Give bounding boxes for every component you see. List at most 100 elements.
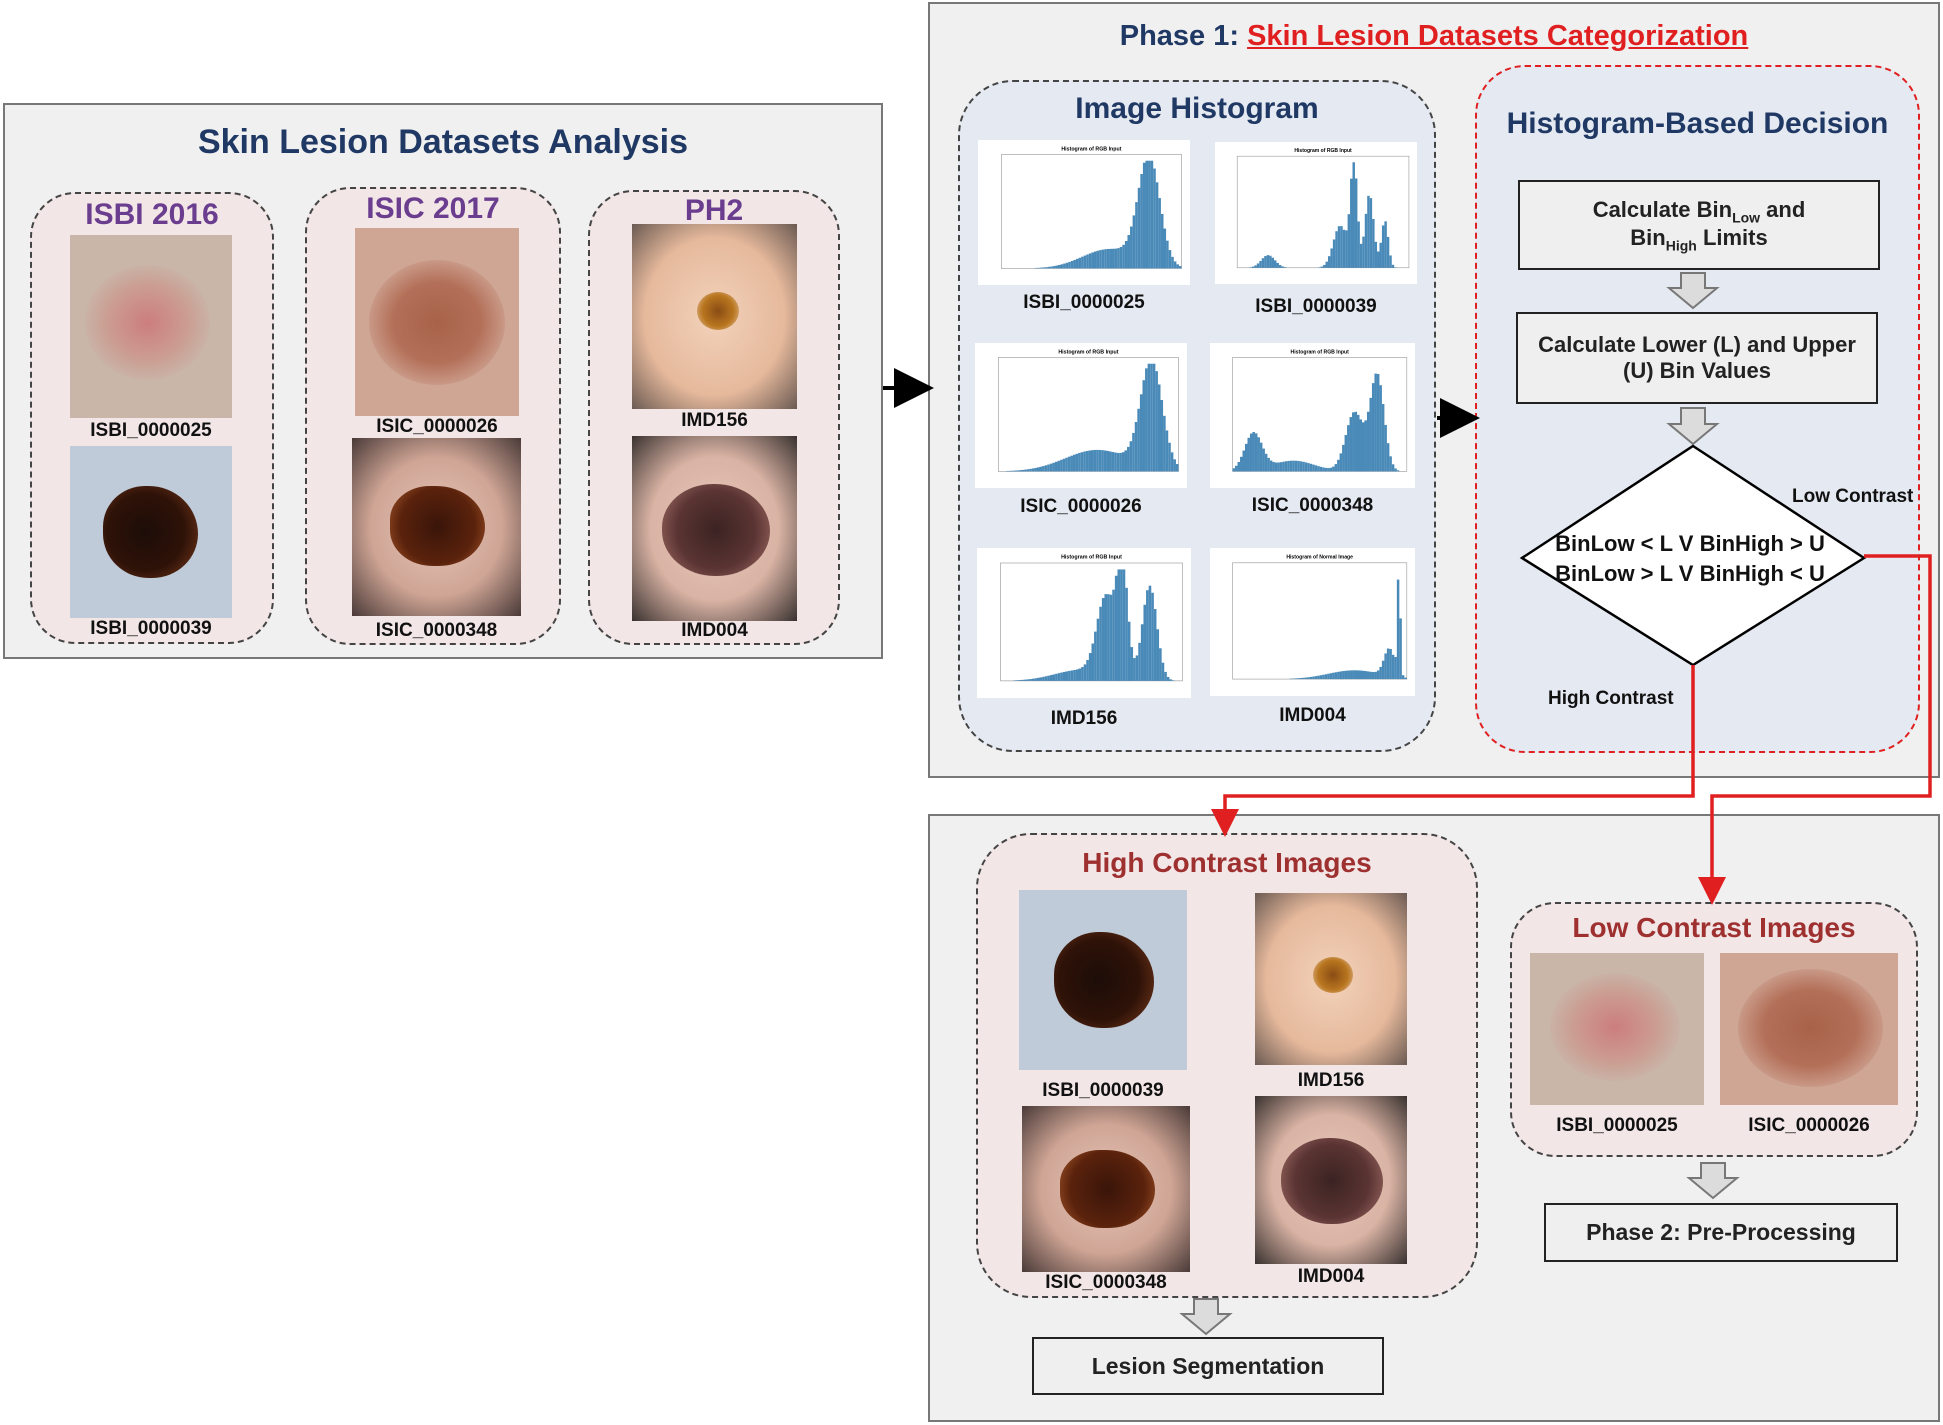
histogram-bar [1078, 668, 1082, 681]
histogram-bar [1127, 446, 1130, 472]
histogram-bar [1016, 470, 1019, 472]
histogram-caption: ISBI_0000039 [1255, 296, 1377, 317]
histogram-bar [1347, 425, 1350, 472]
histogram-bar [1063, 263, 1066, 269]
histogram-bar [1277, 462, 1280, 472]
histogram-bar [1090, 450, 1094, 472]
histogram-bar [1314, 465, 1318, 472]
histogram-bar [1242, 450, 1245, 472]
histogram-bar [1312, 676, 1315, 680]
histogram-bar [1047, 464, 1050, 472]
histogram-bar [1052, 462, 1055, 472]
histogram-bar [1081, 667, 1084, 681]
histogram-bar [1269, 460, 1273, 472]
histogram-bar [1146, 590, 1149, 681]
histogram-bar [1112, 248, 1115, 269]
histogram-bar [1252, 431, 1255, 472]
histogram-bar [1169, 679, 1173, 681]
histogram-plot: Histogram of RGB Input [1236, 148, 1410, 269]
histogram-bar [1166, 676, 1170, 681]
histogram-bar [1389, 255, 1392, 268]
histogram-bar [1150, 363, 1153, 472]
histogram-bar [1086, 254, 1089, 269]
histogram-bar [1116, 452, 1120, 472]
histogram-bar [1150, 160, 1154, 269]
histogram-bar [1396, 470, 1400, 472]
histogram-bar [1284, 461, 1288, 472]
histogram-bar [1034, 678, 1037, 681]
histogram-bar [1327, 256, 1331, 268]
histogram-chart-title: Histogram of RGB Input [1061, 146, 1121, 152]
lesion-image-isbi-0000039 [70, 446, 232, 618]
histogram-bar [1086, 659, 1089, 681]
histogram-bar [1117, 569, 1121, 681]
histogram-bar [1138, 642, 1141, 681]
histogram-bar [1055, 265, 1058, 269]
histogram-bar [1121, 452, 1125, 472]
histogram-bar [1145, 368, 1148, 472]
histogram-bar [1384, 221, 1387, 268]
histogram-bar [1037, 267, 1040, 269]
histogram-bar [1111, 452, 1115, 472]
histogram-bar [1364, 213, 1368, 268]
histogram-bar [1114, 575, 1118, 681]
histogram-bar [1304, 462, 1308, 472]
histogram-bar [1324, 674, 1328, 680]
histogram-bar [1175, 464, 1179, 472]
histogram-bar [1322, 467, 1325, 472]
histogram-bar [1299, 678, 1303, 680]
histogram-bar [1065, 457, 1068, 472]
histogram-bar [1161, 662, 1165, 681]
histogram-bar [1337, 459, 1340, 472]
image-caption: IMD156 [1297, 1070, 1365, 1091]
histogram-bar [1070, 455, 1073, 472]
histogram-bar [1026, 679, 1030, 681]
histogram-plot: Histogram of RGB Input [1001, 146, 1182, 269]
histogram-bar [1127, 621, 1131, 681]
histogram-bar [1164, 671, 1167, 681]
histogram-bar [1364, 420, 1367, 472]
histogram-bar [1259, 442, 1263, 472]
histogram-bar [1013, 470, 1017, 472]
histogram-bar [1137, 187, 1141, 269]
histogram-bar [1099, 250, 1102, 269]
histogram-bar [1021, 679, 1024, 681]
histogram-bar [1132, 432, 1135, 472]
histogram-bar [1119, 452, 1122, 472]
histogram-bar [1289, 460, 1293, 472]
histogram-bar [1349, 670, 1353, 680]
histogram-bar [1352, 412, 1355, 472]
histogram-bar [1249, 267, 1252, 268]
histogram-bar [1357, 221, 1360, 268]
histogram-bar [1330, 248, 1333, 268]
histogram-bar [1340, 226, 1343, 268]
histogram-bar [1016, 680, 1019, 681]
histogram-bar [1124, 450, 1128, 472]
histogram-bar [1078, 452, 1081, 472]
histogram-bar [1137, 408, 1140, 472]
dataset-name: ISBI 2016 [85, 198, 219, 231]
histogram-bar [1261, 258, 1265, 268]
histogram-bar [1391, 264, 1395, 268]
histogram-bar [1124, 241, 1128, 269]
histogram-bar [1374, 671, 1377, 680]
histogram-bar [1142, 380, 1146, 472]
histogram-bar [1055, 673, 1058, 681]
histogram-bar [1052, 266, 1056, 269]
histogram-bar [1129, 441, 1133, 472]
histogram-bar [1386, 443, 1390, 472]
histogram-bar [1366, 671, 1370, 680]
histogram-bar [1152, 363, 1156, 472]
histogram-chart: Histogram of RGB Input [1210, 343, 1415, 488]
histogram-bar [1060, 264, 1064, 269]
histogram-bar [1251, 266, 1255, 268]
low-contrast-label: Low Contrast [1792, 486, 1914, 507]
image-caption: ISBI_0000025 [1556, 1115, 1678, 1136]
histogram-bar [1357, 414, 1360, 472]
decision-title: Histogram-Based Decision [1506, 107, 1889, 140]
histogram-bar [1171, 256, 1174, 269]
histogram-bar [1151, 592, 1154, 681]
histogram-bar [1023, 679, 1027, 681]
histogram-bar [1391, 464, 1395, 472]
